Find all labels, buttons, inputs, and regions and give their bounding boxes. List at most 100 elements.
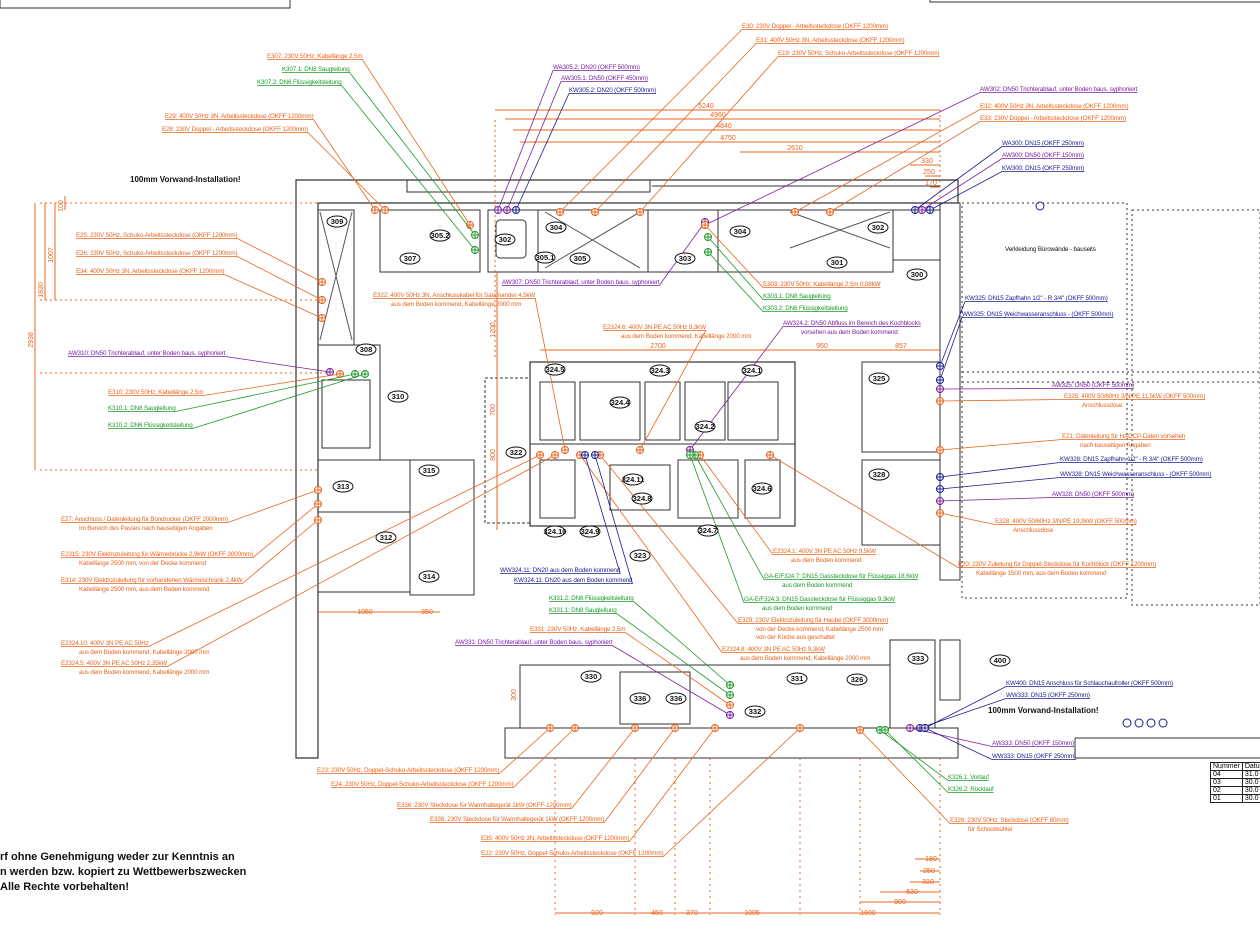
equipment-tag[interactable]: 304 — [550, 223, 563, 232]
equipment-tag[interactable]: 336 — [634, 694, 647, 703]
annotation-label: WW333: DN15 (OKFF 250mm) — [1006, 692, 1090, 699]
leader-line — [61, 503, 319, 558]
equipment-tag[interactable]: 314 — [423, 572, 436, 581]
equipment-tag[interactable]: 324.10 — [544, 527, 567, 536]
equipment-tag-outline — [846, 673, 868, 686]
equipment-tag[interactable]: 324.7 — [699, 526, 718, 535]
equipment-tag[interactable]: 305.2 — [431, 231, 450, 240]
annotation-label: E322: 400V 50Hz 3N, Anschlusskabel für S… — [373, 292, 535, 299]
dimension-value: 4960 — [710, 112, 726, 119]
dimension-value: 2700 — [650, 343, 666, 350]
connection-cross-icon — [686, 451, 694, 459]
unit-324-6 — [744, 459, 781, 519]
annotation-electric: E30: 230V Doppel - Arbeitssteckdose (OKF… — [556, 23, 888, 216]
annotation-label: K307.1: DN8 Saugleitung — [282, 66, 350, 73]
equipment-tag[interactable]: 333 — [912, 654, 925, 663]
connection-cross-icon — [704, 248, 712, 256]
equipment-tag[interactable]: 322 — [510, 448, 523, 457]
note-vorwand-bottom: 100mm Vorwand-Installation! — [988, 706, 1099, 715]
equipment-tag[interactable]: 302 — [872, 223, 885, 232]
equipment-tag[interactable]: 301 — [831, 258, 844, 267]
equipment-tag[interactable]: 324.9 — [581, 527, 600, 536]
annotation-electric: E326: 230V 50Hz, Steckdose (OKFF 80mm)fü… — [856, 726, 1069, 833]
equipment-tag[interactable]: 324.8 — [633, 494, 652, 503]
leader-line — [939, 388, 1134, 390]
dimension-value: 4750 — [720, 135, 736, 142]
leader-line — [430, 727, 676, 823]
dimension-value: 100 — [58, 200, 65, 212]
equipment-tag[interactable]: 323 — [634, 551, 647, 560]
annotation-label: E2324.8: 400V 3N PE AC 50Hz 9,3kW — [722, 646, 825, 653]
equipment-tag[interactable]: 315 — [423, 466, 436, 475]
equipment-tag[interactable]: 328 — [873, 470, 886, 479]
dimension-value: 1005 — [744, 910, 760, 917]
annotation-label: K310.1: DN8 Saugleitung — [108, 405, 176, 412]
equipment-tag-outline — [649, 364, 671, 377]
annotation-electric: E32: 400V 50Hz 3N, Arbeitssteckdose (OKF… — [791, 103, 1129, 216]
equipment-tag[interactable]: 336 — [670, 694, 683, 703]
reference-lines-left — [40, 202, 330, 471]
equipment-tag[interactable]: 326 — [851, 675, 864, 684]
equipment-tag-outline — [631, 492, 653, 505]
equipment-tag[interactable]: 330 — [585, 672, 598, 681]
unit-324-3 — [644, 381, 681, 441]
top-left-frame — [0, 0, 291, 9]
equipment-tag[interactable]: 313 — [337, 482, 350, 491]
leader-line — [924, 686, 1173, 729]
dimension-value: 350 — [421, 609, 433, 616]
annotation-label: E331: 230V 50Hz, Kabellänge 2,5m — [530, 626, 625, 633]
equipment-tag-outline — [868, 372, 890, 385]
equipment-tag[interactable]: 325 — [873, 374, 886, 383]
connection-cross-icon — [881, 726, 889, 734]
equipment-tag[interactable]: 302 — [499, 235, 512, 244]
connection-cross-icon — [636, 208, 644, 216]
dimension-value: 370 — [686, 910, 698, 917]
equipment-tag[interactable]: 324.11 — [622, 475, 645, 484]
equipment-tag[interactable]: 309 — [331, 217, 344, 226]
equipment-tag[interactable]: 324.5 — [546, 365, 565, 374]
equipment-tag[interactable]: 324.1 — [743, 366, 762, 375]
equipment-tag[interactable]: 305 — [574, 254, 587, 263]
equipment-tag[interactable]: 300 — [911, 270, 924, 279]
equipment-tag[interactable]: 331 — [791, 674, 804, 683]
annotation-electric: E331: 230V 50Hz, Kabellänge 2,5m — [530, 626, 734, 709]
equipment-tag[interactable]: 400 — [994, 656, 1007, 665]
equipment-tag[interactable]: 310 — [392, 392, 405, 401]
equipment-tag[interactable]: 308 — [360, 345, 373, 354]
equipment-tag-outline — [399, 252, 421, 265]
annotation-label: E23: 230V 50Hz, Doppel-Schuko-Arbeitsste… — [317, 767, 499, 774]
connection-cross-icon — [936, 376, 944, 384]
annotation-label: KW300: DN15 (OKFF 250mm) — [1002, 165, 1084, 172]
equipment-tag[interactable]: 332 — [749, 707, 762, 716]
annotation-label: AW307: DN50 Trichterablauf, unter Boden … — [502, 279, 660, 286]
leader-line — [108, 373, 341, 396]
annotation-cooling: K307.1: DN8 Saugleitung — [282, 66, 479, 239]
annotation-electric: E26: 230V 50Hz, Schuko-Arbeitssteckdose … — [76, 250, 326, 304]
equipment-tag[interactable]: 324.6 — [753, 484, 772, 493]
equipment-tag[interactable]: 307 — [404, 254, 417, 263]
equipment-tag[interactable]: 324.3 — [651, 366, 670, 375]
equipment-tag[interactable]: 303 — [679, 254, 692, 263]
dimension-value: 1200 — [490, 322, 497, 338]
rev-number: 04 — [1210, 770, 1243, 779]
annotation-label: WW324.11: DN20 aus dem Boden kommend — [500, 567, 621, 574]
equipment-tag[interactable]: 312 — [380, 533, 393, 542]
equipment-tag[interactable]: 304 — [734, 227, 747, 236]
dimension-value: 900 — [894, 899, 906, 906]
annotation-electric: E310: 230V 50Hz, Kabellänge 2,5m — [108, 370, 344, 396]
equipment-tag[interactable]: 324.2 — [696, 422, 715, 431]
leader-line — [61, 454, 556, 667]
annotation-cooling: K310.2: DN6 Flüssigkeitsleitung — [108, 370, 369, 429]
leader-line — [829, 121, 1126, 213]
connection-cross-icon — [336, 370, 344, 378]
equipment-tag[interactable]: 305.1 — [536, 253, 555, 262]
annotation-drain: AW310: DN50 Trichterablauf, unter Boden … — [68, 350, 334, 376]
leader-line — [707, 236, 831, 300]
dimension-value: 1050 — [357, 609, 373, 616]
leader-line — [373, 298, 566, 451]
annotation-label: K310.2: DN6 Flüssigkeitsleitung — [108, 422, 193, 429]
equipment-tag[interactable]: 324.4 — [611, 398, 631, 407]
counter-310 — [317, 344, 381, 461]
